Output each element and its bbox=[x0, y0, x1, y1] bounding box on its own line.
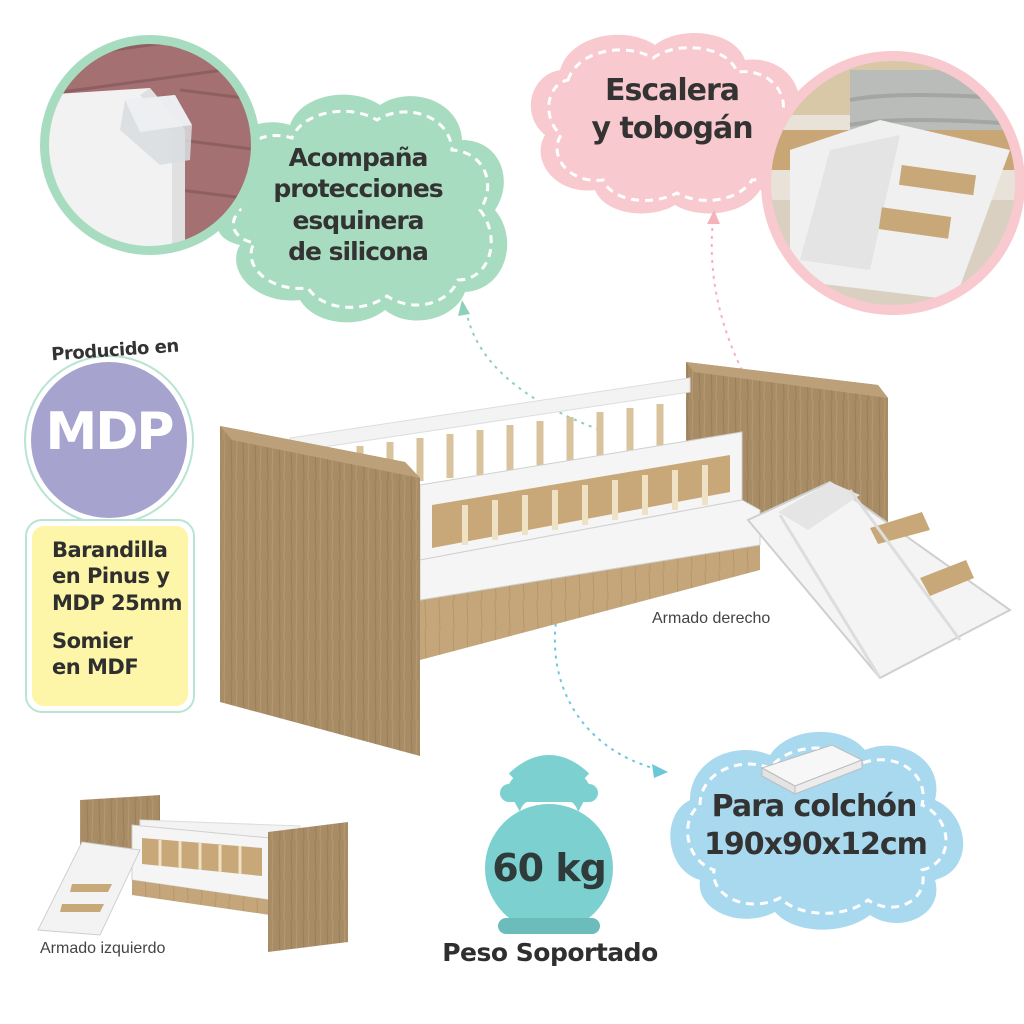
corner-callout-line: protecciones bbox=[273, 174, 443, 204]
mattress-connector bbox=[553, 599, 661, 771]
weight-label: Peso Soportado bbox=[442, 938, 658, 967]
corner-connector bbox=[465, 309, 601, 431]
corner-callout-line: esquinera bbox=[292, 205, 424, 235]
slide-callout-text: Escalera y tobogán bbox=[582, 72, 762, 147]
corner-protector-photo bbox=[40, 35, 260, 255]
bed-right-assembly bbox=[220, 362, 1012, 756]
mattress-callout-line: 190x90x12cm bbox=[704, 826, 928, 862]
slide-connector bbox=[710, 219, 801, 461]
mdp-badge-label: MDP bbox=[45, 402, 174, 462]
corner-callout-text: Acompaña protecciones esquinera de silic… bbox=[258, 142, 458, 267]
bed-left-assembly bbox=[37, 795, 348, 952]
weight-value: 60 kg bbox=[492, 846, 607, 890]
corner-callout-line: Acompaña bbox=[288, 143, 429, 172]
slide-callout-cloud bbox=[530, 33, 803, 214]
mattress-callout-line: Para colchón bbox=[711, 789, 918, 824]
spec-line: Barandilla bbox=[52, 538, 168, 562]
caption-right-assembly: Armado derecho bbox=[652, 610, 771, 627]
caption-left-assembly: Armado izquierdo bbox=[40, 940, 166, 957]
specs-box bbox=[32, 526, 188, 706]
corner-callout-line: de silicona bbox=[288, 236, 429, 266]
mdp-badge bbox=[24, 355, 194, 525]
slide-photo bbox=[761, 51, 1024, 315]
slide-callout-line: y tobogán bbox=[591, 110, 753, 146]
spec-line: en MDF bbox=[52, 655, 139, 679]
mattress-callout-cloud bbox=[670, 731, 964, 930]
corner-callout-cloud bbox=[217, 94, 508, 323]
slide-callout-line: Escalera bbox=[604, 73, 740, 108]
specs-text: Barandilla en Pinus y MDP 25mm Somier en… bbox=[52, 537, 192, 680]
mattress-callout-text: Para colchón 190x90x12cm bbox=[704, 788, 928, 863]
kettlebell-icon bbox=[485, 755, 613, 934]
spec-line: en Pinus y bbox=[52, 564, 170, 589]
spec-line: Somier bbox=[52, 628, 133, 653]
spec-line: MDP 25mm bbox=[52, 590, 183, 615]
